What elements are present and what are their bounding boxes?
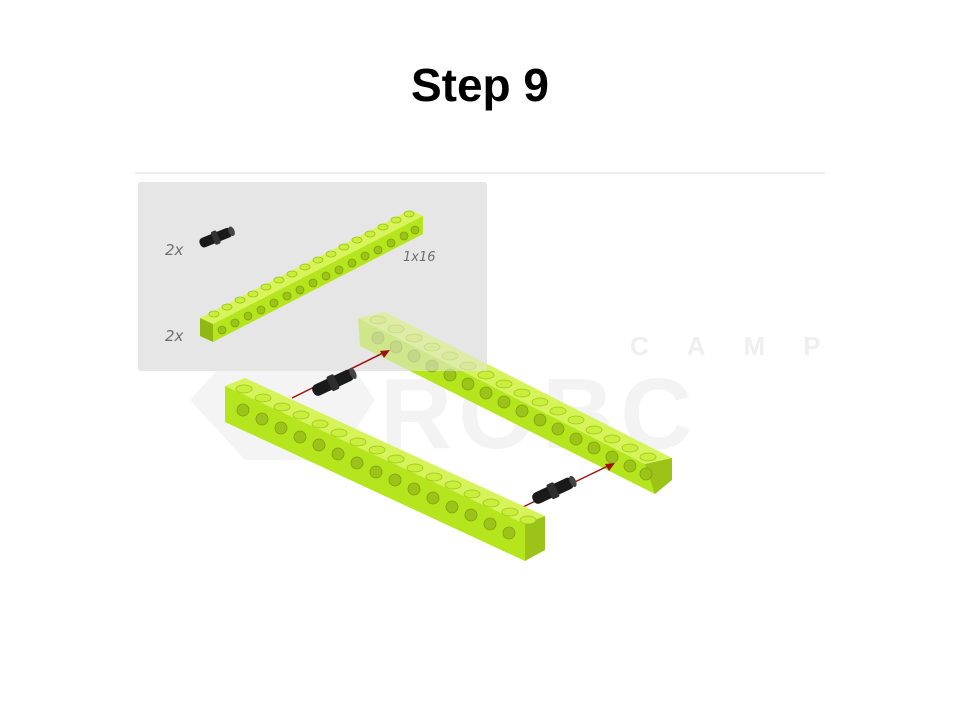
beam-quantity-label: 2x	[165, 327, 184, 345]
page-title: Step 9	[410, 59, 550, 111]
connector-pin-lower-icon	[532, 475, 577, 504]
pin-quantity-label: 2x	[165, 241, 184, 259]
connector-pin-icon	[199, 226, 235, 248]
parts-panel-overlay	[355, 310, 487, 371]
connector-pin-upper-icon	[312, 367, 357, 396]
front-beam	[225, 378, 545, 561]
watermark-text-camp: CAMP	[630, 331, 859, 361]
beam-size-label: 1x16	[403, 250, 436, 265]
technic-beam-icon	[200, 210, 423, 342]
